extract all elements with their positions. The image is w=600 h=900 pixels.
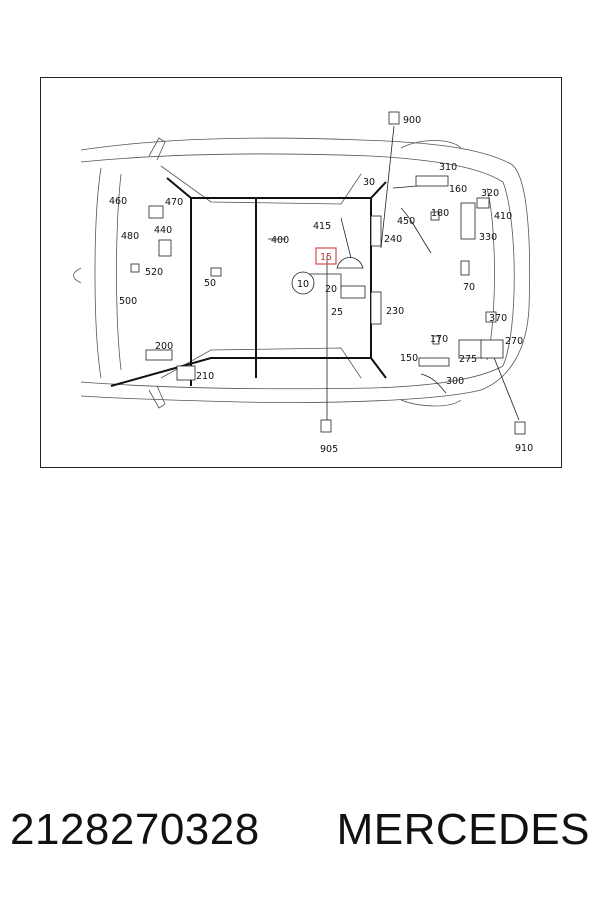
- car-wiring-layout: 900 310 160 320 450 180 410 330 30 415 2…: [73, 111, 533, 455]
- callout-500: 500: [119, 296, 137, 307]
- module-70-icon: [460, 260, 470, 276]
- module-500-icon: [130, 263, 140, 273]
- module-150-icon: [418, 357, 450, 367]
- callout-470: 470: [165, 197, 183, 208]
- callout-20: 20: [325, 284, 337, 295]
- callout-450: 450: [397, 216, 415, 227]
- module-270-icon: [480, 339, 504, 359]
- callout-210: 210: [196, 371, 214, 382]
- callout-200: 200: [155, 341, 173, 352]
- callout-240: 240: [384, 234, 402, 245]
- footer-caption: 2128270328 MERCEDES: [10, 800, 590, 860]
- module-230-icon: [370, 291, 382, 325]
- callout-410: 410: [494, 211, 512, 222]
- callout-25: 25: [331, 307, 343, 318]
- antenna-15-icon: [336, 257, 364, 269]
- module-320-icon: [476, 197, 490, 209]
- callout-415: 415: [313, 221, 331, 232]
- brand-name: MERCEDES: [336, 805, 590, 854]
- callout-230: 230: [386, 306, 404, 317]
- connector-900-icon: [388, 111, 400, 125]
- module-240-icon: [370, 215, 382, 247]
- connector-905-icon: [320, 419, 332, 433]
- callout-310: 310: [439, 162, 457, 173]
- callout-330: 330: [479, 232, 497, 243]
- callout-440: 440: [154, 225, 172, 236]
- module-170-icon: [432, 335, 440, 345]
- callout-520: 520: [145, 267, 163, 278]
- callout-905: 905: [320, 444, 338, 455]
- callout-270: 270: [505, 336, 523, 347]
- module-330-icon: [460, 202, 476, 240]
- callout-370: 370: [489, 313, 507, 324]
- wiring-diagram: 900 310 160 320 450 180 410 330 30 415 2…: [40, 77, 562, 468]
- module-160-icon: [415, 175, 449, 187]
- callout-900: 900: [403, 115, 421, 126]
- callout-910: 910: [515, 443, 533, 454]
- components: [130, 111, 526, 435]
- callout-50: 50: [204, 278, 216, 289]
- callout-300: 300: [446, 376, 464, 387]
- module-210-icon: [176, 365, 196, 381]
- highlight-box-15-icon: [315, 247, 337, 265]
- module-370-icon: [485, 311, 497, 323]
- module-200-icon: [145, 349, 173, 361]
- module-20-icon: [340, 285, 366, 299]
- callout-320: 320: [481, 188, 499, 199]
- callout-460: 460: [109, 196, 127, 207]
- callout-275: 275: [459, 354, 477, 365]
- callout-10: 10: [297, 279, 309, 290]
- callout-180: 180: [431, 208, 449, 219]
- module-520-icon: [158, 239, 172, 257]
- callout-480: 480: [121, 231, 139, 242]
- callout-170: 170: [430, 334, 448, 345]
- callout-circle-10-icon: [291, 271, 315, 295]
- part-number: 2128270328: [10, 805, 260, 854]
- callout-400: 400: [271, 235, 289, 246]
- module-50-icon: [210, 267, 222, 277]
- connector-910-icon: [514, 421, 526, 435]
- callout-150: 150: [400, 353, 418, 364]
- module-440-icon: [148, 205, 164, 219]
- module-180-icon: [430, 211, 440, 221]
- car-body-outline: [73, 137, 530, 409]
- callout-15: 15: [320, 252, 332, 263]
- callout-30: 30: [363, 177, 375, 188]
- callout-160: 160: [449, 184, 467, 195]
- callout-70: 70: [463, 282, 475, 293]
- callout-labels: 900 310 160 320 450 180 410 330 30 415 2…: [109, 115, 533, 455]
